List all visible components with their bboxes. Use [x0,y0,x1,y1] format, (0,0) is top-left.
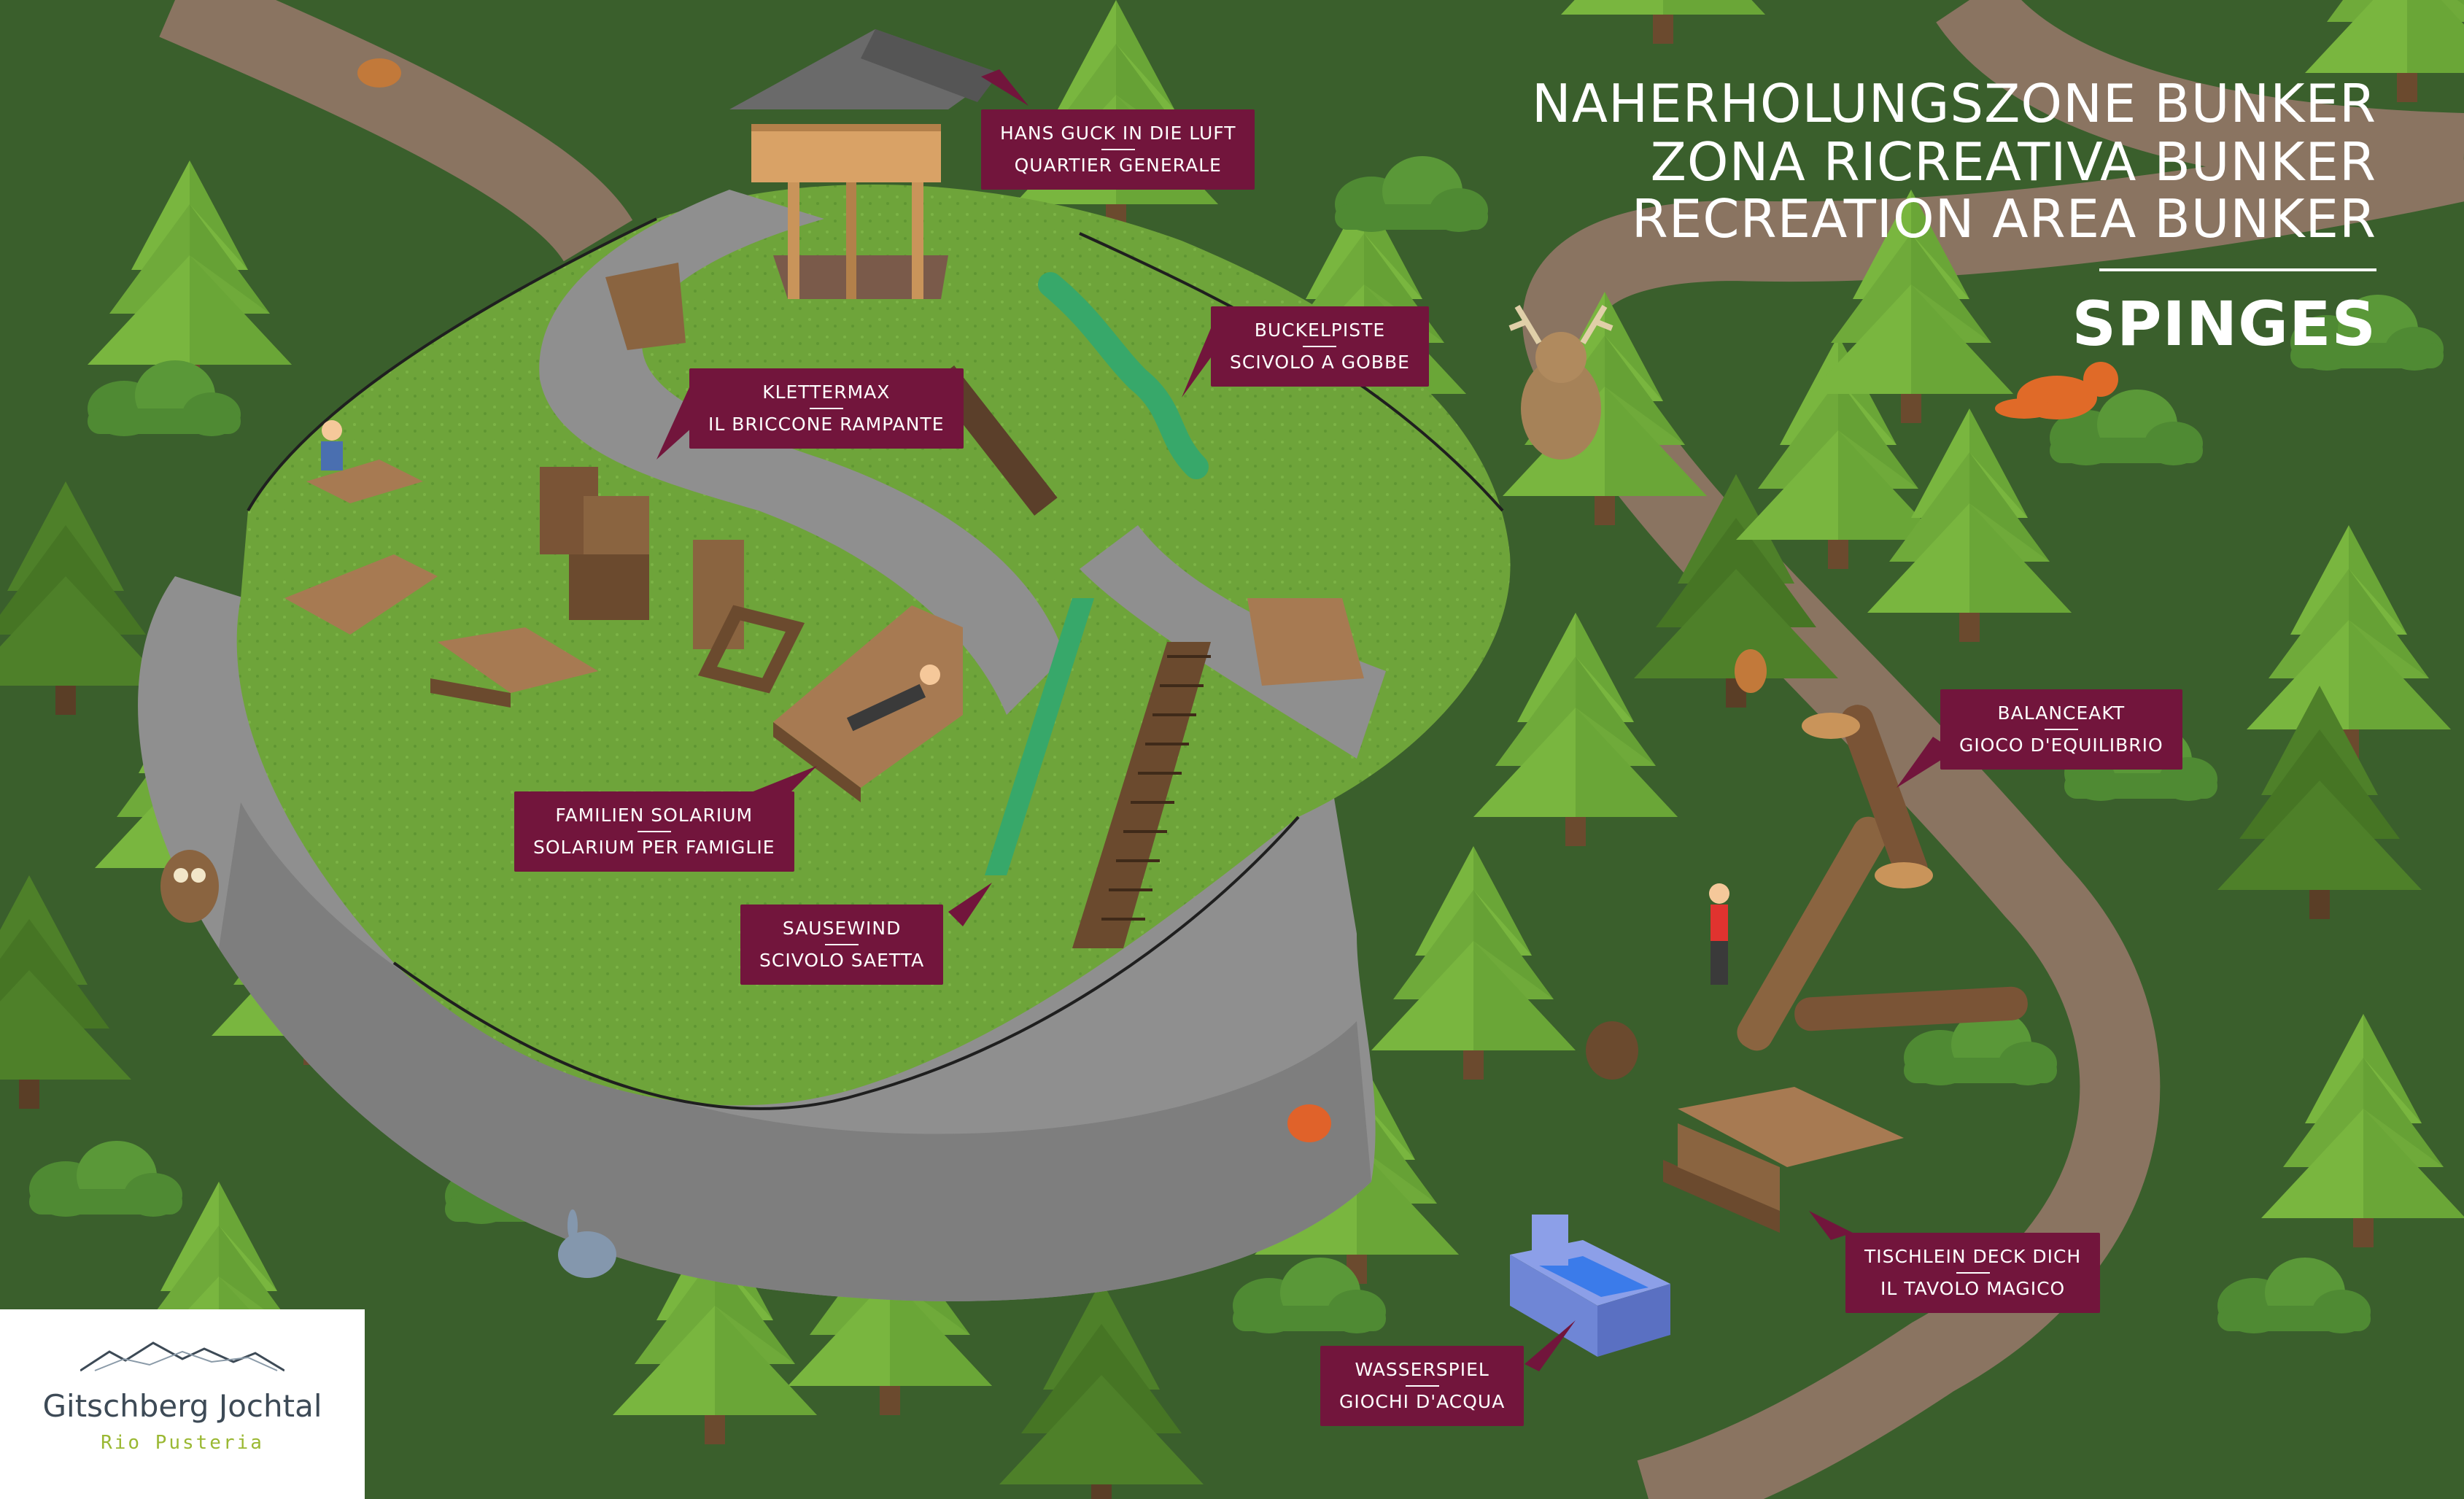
callout-divider [637,831,671,832]
callout-divider [2044,729,2078,730]
callout-label-it: SOLARIUM PER FAMIGLIE [533,837,775,858]
callout-divider [1956,1272,1990,1274]
callout-label-it: IL TAVOLO MAGICO [1880,1278,2066,1299]
title-line-it: ZONA RICREATIVA BUNKER [1650,131,2376,193]
callout-divider [825,944,859,945]
callout-divider [1405,1385,1439,1387]
title-line-de: NAHERHOLUNGSZONE BUNKER [1531,73,2376,134]
animals [160,58,2118,1278]
callout-wasserspiel[interactable]: WASSERSPIEL GIOCHI D'ACQUA [1320,1346,1524,1426]
logo-name: Gitschberg Jochtal [42,1388,322,1424]
lookout-tower [729,29,999,299]
callout-label-de: SAUSEWIND [782,918,902,939]
place-name: SPINGES [2072,288,2376,360]
balance-logs [1586,705,2028,1080]
callout-buckelpiste[interactable]: BUCKELPISTE SCIVOLO A GOBBE [1211,306,1429,387]
callout-label-de: BALANCEAKT [1997,702,2126,724]
callout-label-de: BUCKELPISTE [1254,319,1386,341]
title-line-en: RECREATION AREA BUNKER [1631,188,2376,249]
callout-klettermax[interactable]: KLETTERMAX IL BRICCONE RAMPANTE [689,368,964,449]
plateau-picnic-tables [306,460,598,708]
water-trough [1510,1215,1670,1357]
callout-label-it: SCIVOLO SAETTA [759,950,925,971]
callout-label-de: FAMILIEN SOLARIUM [555,805,753,826]
people [321,420,1729,985]
title-divider [2099,268,2376,271]
callout-label-it: GIOCO D'EQUILIBRIO [1959,735,2163,756]
logo-subtitle: Rio Pusteria [101,1432,264,1454]
callout-hans-guck-in-die-luft[interactable]: HANS GUCK IN DIE LUFT QUARTIER GENERALE [981,109,1255,190]
callout-divider [809,408,843,409]
callout-sausewind[interactable]: SAUSEWIND SCIVOLO SAETTA [740,905,944,985]
callout-label-it: SCIVOLO A GOBBE [1230,352,1410,373]
callout-divider [1101,149,1135,150]
brand-logo[interactable]: Gitschberg Jochtal Rio Pusteria [0,1309,365,1499]
callout-familien-solarium[interactable]: FAMILIEN SOLARIUM SOLARIUM PER FAMIGLIE [514,791,794,872]
callout-label-it: GIOCHI D'ACQUA [1339,1391,1506,1412]
callout-balanceakt[interactable]: BALANCEAKT GIOCO D'EQUILIBRIO [1940,689,2182,770]
climbing-structure [540,467,805,694]
sun-lounger [284,263,1364,802]
callout-label-de: TISCHLEIN DECK DICH [1864,1246,2082,1267]
callout-label-it: QUARTIER GENERALE [1014,155,1222,176]
callout-label-it: IL BRICCONE RAMPANTE [708,414,945,435]
callout-label-de: WASSERSPIEL [1355,1359,1489,1380]
picnic-table [1663,1087,1904,1233]
mountain-logo-icon [80,1341,284,1372]
callout-label-de: HANS GUCK IN DIE LUFT [1000,123,1236,144]
callout-divider [1303,346,1337,347]
callout-tischlein-deck-dich[interactable]: TISCHLEIN DECK DICH IL TAVOLO MAGICO [1845,1233,2101,1313]
callout-label-de: KLETTERMAX [762,381,891,403]
stairway [1072,642,1211,948]
